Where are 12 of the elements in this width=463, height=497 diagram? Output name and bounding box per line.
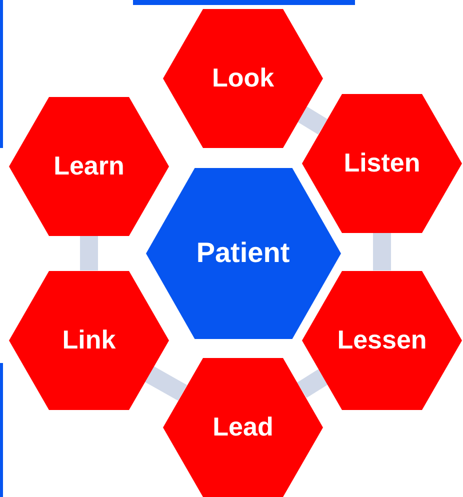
hexagon-label: Listen: [342, 148, 422, 178]
hexagon-label: Learn: [52, 150, 126, 182]
hexagon-label: Patient: [195, 237, 291, 269]
connector-bar: [297, 106, 328, 134]
connector-bar: [297, 369, 328, 398]
hexagon-label: Look: [210, 62, 276, 94]
connector-bar: [80, 236, 98, 270]
connector-bar: [373, 232, 391, 270]
hexagon-label: Lessen: [336, 324, 428, 356]
hexagon-label: Lead: [212, 412, 274, 442]
hexagon-label: Link: [61, 324, 117, 356]
connector-bar: [144, 366, 188, 401]
